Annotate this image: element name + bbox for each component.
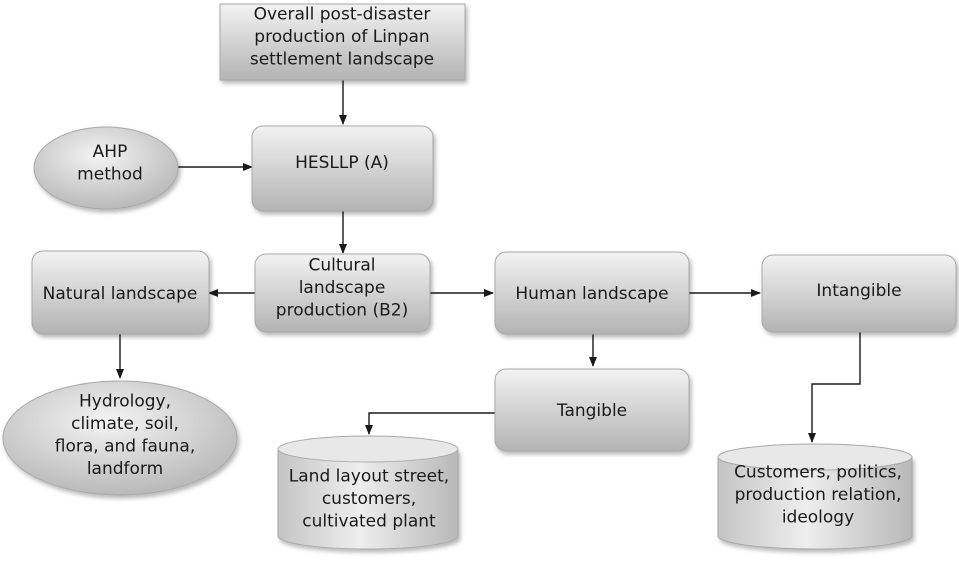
node-natural-text: Natural landscape: [43, 284, 198, 304]
edges: [116, 80, 861, 443]
overall-line-1: production of Linpan: [254, 27, 429, 47]
customers-line-1: production relation,: [735, 485, 902, 505]
land-line-1: customers,: [322, 489, 416, 509]
ahp-line-1: method: [77, 164, 143, 184]
land-line-2: cultivated plant: [302, 512, 436, 532]
node-land-text: Land layout street,customers, cultivated …: [289, 467, 449, 532]
node-hydrology: Hydrology, climate, soil,flora, and fauna…: [2, 380, 238, 496]
land-line-0: Land layout street,: [289, 467, 449, 487]
hydrology-line-2: flora, and fauna,: [55, 436, 195, 456]
cultural-line-2: production (B2): [276, 301, 408, 321]
edge-intangible-to-customers: [808, 332, 861, 443]
node-tangible-text: Tangible: [556, 401, 627, 421]
node-human: Human landscape: [494, 251, 690, 335]
customers-line-0: Customers, politics,: [734, 463, 902, 483]
overall-line-2: settlement landscape: [250, 50, 434, 70]
node-customers-text: Customers, politics,production relation,…: [734, 463, 902, 528]
node-customers: Customers, politics,production relation,…: [717, 443, 913, 550]
hesllp-line-0: HESLLP (A): [295, 153, 389, 173]
intangible-line-0: Intangible: [816, 281, 901, 301]
node-hydrology-text: Hydrology, climate, soil,flora, and fauna…: [55, 391, 195, 479]
node-land: Land layout street,customers, cultivated …: [277, 435, 459, 550]
hydrology-line-3: landform: [87, 459, 163, 479]
node-hesllp-text: HESLLP (A): [295, 153, 389, 173]
node-tangible: Tangible: [494, 368, 690, 452]
tangible-line-0: Tangible: [556, 401, 627, 421]
human-line-0: Human landscape: [515, 284, 668, 304]
node-human-text: Human landscape: [515, 284, 668, 304]
cultural-line-0: Cultural: [309, 256, 376, 276]
node-hesllp: HESLLP (A): [251, 125, 434, 212]
customers-line-2: ideology: [782, 508, 854, 528]
natural-line-0: Natural landscape: [43, 284, 198, 304]
cultural-line-1: landscape: [299, 278, 386, 298]
node-intangible: Intangible: [761, 254, 957, 333]
hydrology-line-0: Hydrology,: [79, 391, 171, 411]
hydrology-line-1: climate, soil,: [71, 414, 179, 434]
node-intangible-text: Intangible: [816, 281, 901, 301]
overall-line-0: Overall post-disaster: [254, 5, 431, 25]
ahp-line-0: AHP: [93, 142, 128, 162]
edge-tangible-to-land: [365, 412, 495, 435]
node-natural: Natural landscape: [31, 250, 210, 335]
